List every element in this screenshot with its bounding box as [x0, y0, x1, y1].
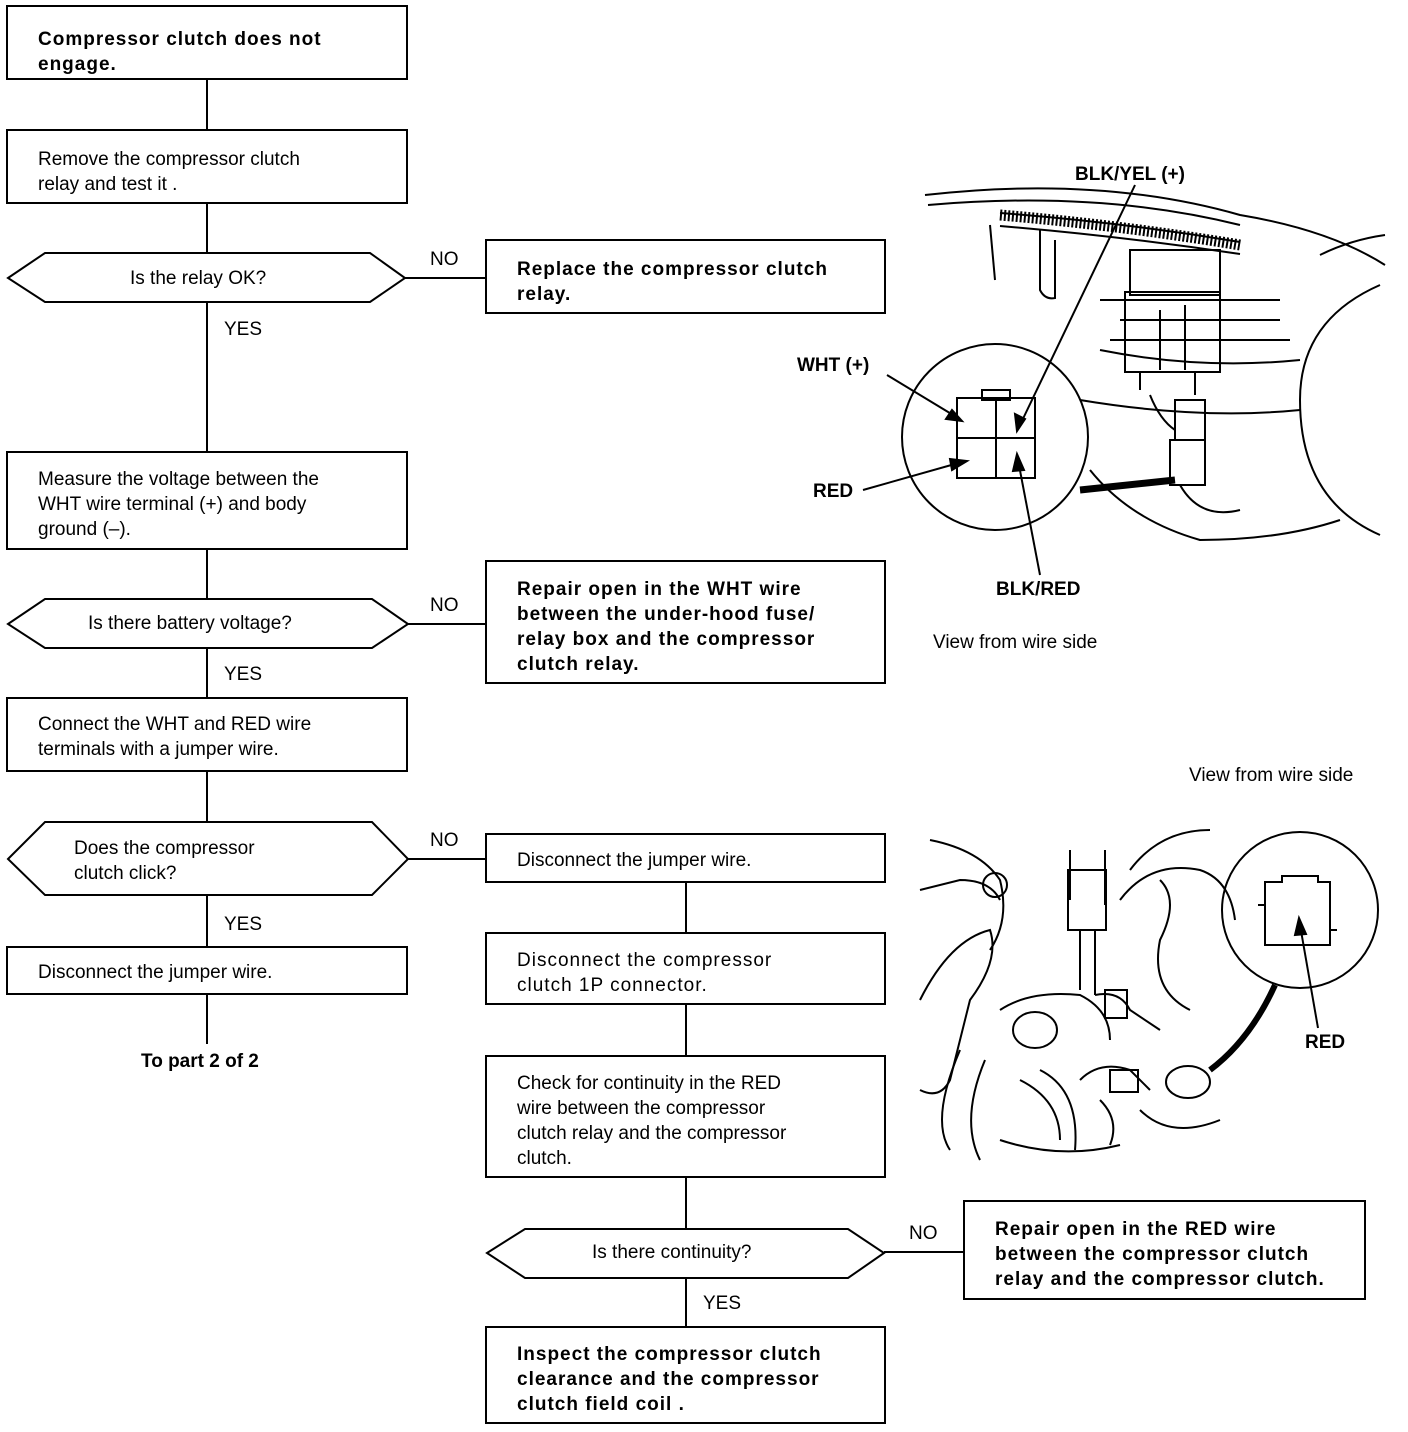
wht-label: WHT (+) [797, 355, 870, 376]
disconnect-jumper-left-box: Disconnect the jumper wire. [6, 946, 408, 995]
check-continuity-text: Check for continuity in the RED wire bet… [517, 1073, 787, 1169]
replace-relay-box: Replace the compressor clutch relay. [485, 239, 886, 314]
yes-label-4: YES [703, 1293, 742, 1314]
disconnect-1p-text: Disconnect the compressor clutch 1P conn… [517, 950, 773, 996]
decision-continuity [485, 1228, 886, 1279]
inspect-box: Inspect the compressor clutch clearance … [485, 1326, 886, 1424]
repair-wht-box: Repair open in the WHT wire between the … [485, 560, 886, 684]
yes-label-2: YES [224, 664, 263, 685]
connect-jumper-box: Connect the WHT and RED wire terminals w… [6, 697, 408, 772]
repair-red-box: Repair open in the RED wire between the … [963, 1200, 1366, 1300]
compressor-illustration [919, 829, 1379, 1161]
disconnect-jumper-right-text: Disconnect the jumper wire. [517, 850, 752, 871]
yes-label-3: YES [224, 914, 263, 935]
red-label-top: RED [813, 481, 854, 502]
disconnect-jumper-right-box: Disconnect the jumper wire. [485, 833, 886, 883]
decision-clutch-click [6, 821, 410, 896]
disconnect-jumper-left-text: Disconnect the jumper wire. [38, 962, 273, 983]
inspect-text: Inspect the compressor clutch clearance … [517, 1344, 822, 1415]
caption-top: View from wire side [933, 632, 1098, 653]
start-text: Compressor clutch does not engage. [38, 29, 322, 75]
measure-voltage-text: Measure the voltage between the WHT wire… [38, 469, 319, 540]
replace-relay-text: Replace the compressor clutch relay. [517, 259, 828, 305]
measure-voltage-box: Measure the voltage between the WHT wire… [6, 451, 408, 550]
disconnect-1p-box: Disconnect the compressor clutch 1P conn… [485, 932, 886, 1005]
red-arrow-bottom [1293, 914, 1319, 1029]
decision-battery-voltage [6, 598, 410, 649]
relay-label-arrows [862, 184, 1136, 576]
no-label-4: NO [909, 1223, 938, 1244]
yes-label-1: YES [224, 319, 263, 340]
to-part2-label: To part 2 of 2 [141, 1051, 259, 1072]
repair-wht-text: Repair open in the WHT wire between the … [517, 579, 816, 675]
start-box: Compressor clutch does not engage. [6, 5, 408, 80]
decision-relay-ok [6, 252, 407, 303]
remove-relay-box: Remove the compressor clutch relay and t… [6, 129, 408, 204]
no-label-2: NO [430, 595, 459, 616]
check-continuity-box: Check for continuity in the RED wire bet… [485, 1055, 886, 1178]
connect-jumper-text: Connect the WHT and RED wire terminals w… [38, 714, 312, 760]
q-click-label: Does the compressor clutch click? [74, 838, 255, 884]
caption-bottom: View from wire side [1189, 765, 1354, 786]
no-label-3: NO [430, 830, 459, 851]
no-label-1: NO [430, 249, 459, 270]
q-relay-label: Is the relay OK? [130, 268, 267, 289]
connector-lines [206, 79, 964, 1326]
repair-red-text: Repair open in the RED wire between the … [995, 1219, 1325, 1290]
relay-illustration [901, 187, 1386, 542]
q-voltage-label: Is there battery voltage? [88, 613, 292, 634]
remove-relay-text: Remove the compressor clutch relay and t… [38, 149, 300, 195]
red-label-bottom: RED [1305, 1032, 1346, 1053]
blk-red-label: BLK/RED [996, 579, 1081, 600]
blk-yel-label: BLK/YEL (+) [1075, 164, 1185, 185]
q-continuity-label: Is there continuity? [592, 1242, 752, 1263]
